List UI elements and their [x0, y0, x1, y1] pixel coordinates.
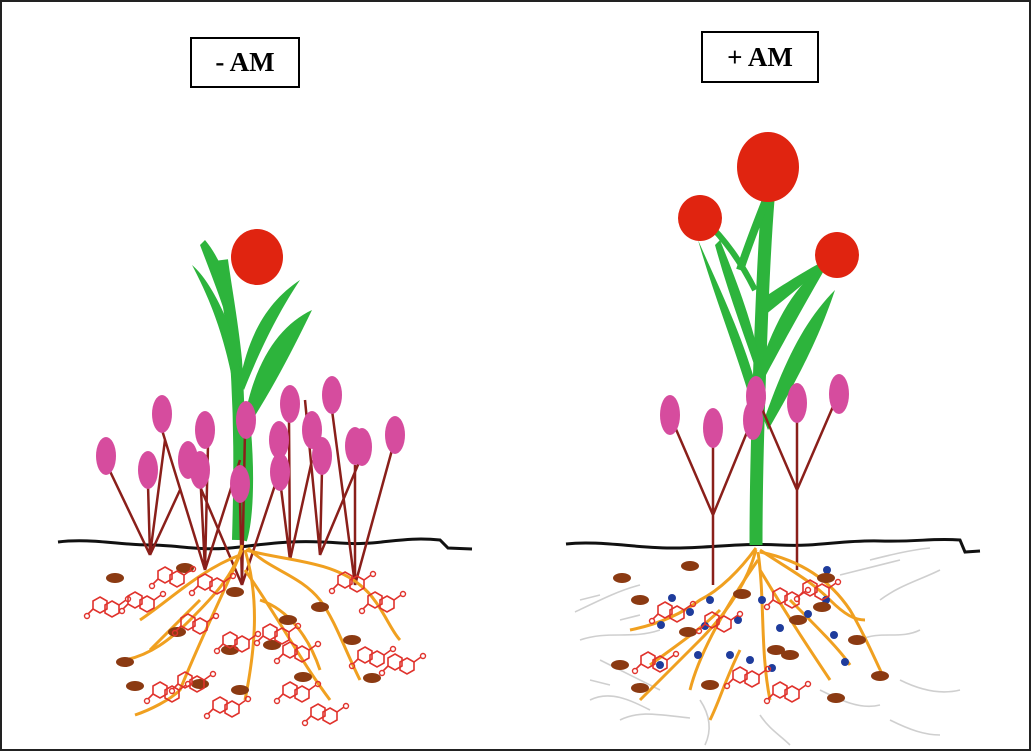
compounds-left: [85, 567, 426, 726]
flower-right-left: [678, 195, 722, 241]
panel-minus-am: [58, 229, 472, 726]
crop-plant-right: [678, 132, 859, 545]
flower-right-right: [815, 232, 859, 278]
flower-left: [231, 229, 283, 285]
compounds-right: [633, 580, 841, 704]
soil-line-left: [58, 539, 472, 549]
flower-right-top: [737, 132, 799, 202]
label-minus-am: - AM: [190, 37, 300, 88]
label-plus-am: + AM: [701, 31, 819, 83]
crop-plant-left: [192, 229, 312, 540]
hyphae-network: [575, 548, 960, 745]
panel-plus-am: [566, 132, 980, 745]
